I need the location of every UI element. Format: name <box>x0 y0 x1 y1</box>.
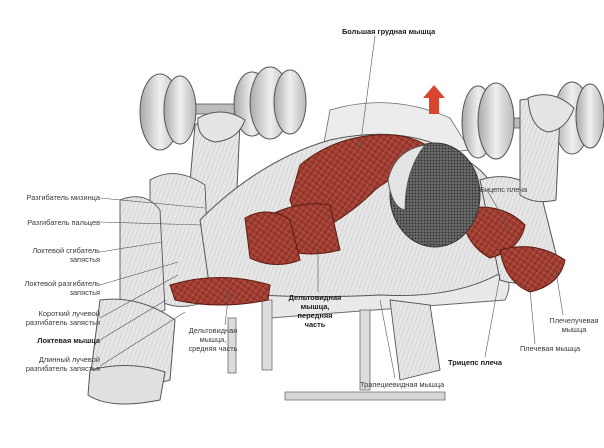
label-triceps: Трицепс плеча <box>448 358 502 367</box>
right-triceps-red <box>499 246 566 293</box>
label-long-radial-extensor: Длинный лучевой разгибатель запястья <box>25 355 100 373</box>
leader-lines <box>99 35 564 379</box>
left-leg <box>87 298 176 405</box>
label-extensor-fingers: Разгибатель пальцев <box>27 218 100 227</box>
right-leg <box>389 299 441 381</box>
label-anterior-deltoid: Дельтовидная мышца, передняя часть <box>288 293 342 329</box>
label-extensor-little-finger: Разгибатель мизинца <box>26 193 100 202</box>
head <box>387 142 481 248</box>
label-anconeus: Локтевая мышца <box>37 336 100 345</box>
face <box>387 144 427 211</box>
label-short-radial-extensor: Короткий лучевой разгибатель запястья <box>25 309 100 327</box>
right-hand <box>527 94 575 133</box>
label-trapezius: Трапециевидная мышца <box>360 380 445 389</box>
label-ulnar-flexor-wrist: Локтевой сгибатель запястья <box>32 246 100 264</box>
left-lower-muscle <box>169 277 271 306</box>
right-arm <box>459 94 575 293</box>
label-pectoralis-major: Большая грудная мышца <box>342 27 436 36</box>
anterior-deltoid-left <box>244 211 301 265</box>
label-biceps: Бицепс плеча <box>480 185 528 194</box>
label-brachialis: Плечевая мышца <box>520 344 581 353</box>
up-arrow-icon <box>423 85 445 114</box>
left-shoe <box>87 364 166 405</box>
label-ulnar-extensor-wrist: Локтевой разгибатель запястья <box>24 279 100 297</box>
left-hand <box>197 111 246 143</box>
right-deltoid <box>459 206 526 259</box>
label-brachioradialis: Плечелучевая мышца <box>549 316 599 334</box>
label-middle-deltoid: Дельтовидная мышца, средняя часть <box>188 326 238 353</box>
